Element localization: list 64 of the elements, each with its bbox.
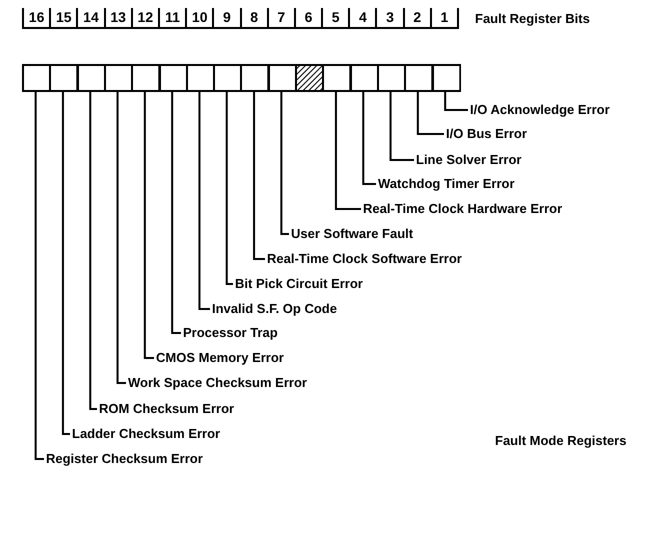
fault-label: Watchdog Timer Error <box>378 175 515 193</box>
bit-number: 10 <box>185 8 212 27</box>
bit-number: 7 <box>266 8 294 27</box>
leader-line <box>226 92 233 285</box>
leader-line <box>171 92 181 334</box>
fault-label: Line Solver Error <box>416 151 522 169</box>
bit-number: 3 <box>375 8 403 27</box>
register-cell <box>268 64 297 92</box>
register-cell <box>158 64 188 92</box>
bit-number: 11 <box>158 8 186 27</box>
fault-label: Invalid S.F. Op Code <box>212 300 337 318</box>
fault-label: Ladder Checksum Error <box>72 425 220 443</box>
fault-label: User Software Fault <box>291 225 414 243</box>
fault-label: CMOS Memory Error <box>156 349 284 367</box>
register-cell <box>432 64 461 92</box>
hatched-register-cell <box>295 64 324 92</box>
fault-label: I/O Bus Error <box>446 125 527 143</box>
bit-number: 16 <box>22 8 50 27</box>
register-cell <box>186 64 216 92</box>
register-cell <box>350 64 379 92</box>
bit-number: 9 <box>212 8 240 27</box>
leader-line <box>444 92 468 111</box>
register-cell <box>240 64 270 92</box>
register-cell <box>131 64 160 92</box>
fault-label: Register Checksum Error <box>46 450 203 468</box>
register-cell <box>404 64 434 92</box>
register-cell <box>22 64 52 92</box>
register-cell <box>49 64 79 92</box>
leader-line <box>253 92 265 260</box>
fault-label: Work Space Checksum Error <box>128 374 307 392</box>
leader-line <box>334 92 361 210</box>
bit-number: 13 <box>104 8 131 27</box>
bit-number: 1 <box>430 8 459 27</box>
leader-line <box>34 92 44 460</box>
bit-number: 15 <box>49 8 76 27</box>
fault-label: ROM Checksum Error <box>99 400 234 418</box>
register-cell <box>76 64 106 92</box>
bit-number: 8 <box>240 8 267 27</box>
leader-line <box>89 92 97 410</box>
bit-number: 5 <box>321 8 348 27</box>
leader-line <box>198 92 210 310</box>
fault-label: Bit Pick Circuit Error <box>235 275 363 293</box>
register-cell <box>104 64 134 92</box>
leader-line <box>390 92 414 161</box>
row-title: Fault Register Bits <box>475 10 590 28</box>
fault-label: Real-Time Clock Hardware Error <box>363 200 562 218</box>
register-cell <box>376 64 406 92</box>
leader-line <box>62 92 70 435</box>
bit-number: 12 <box>130 8 158 27</box>
fault-label: Real-Time Clock Software Error <box>267 250 462 268</box>
bit-number: 4 <box>348 8 376 27</box>
fault-label: I/O Acknowledge Error <box>470 101 610 119</box>
bit-number: 6 <box>294 8 322 27</box>
bit-number: 14 <box>76 8 104 27</box>
leader-line <box>280 92 289 235</box>
register-cell <box>213 64 242 92</box>
figure-title: Fault Mode Registers <box>495 432 626 450</box>
bit-number: 2 <box>402 8 430 27</box>
register-cell <box>322 64 352 92</box>
leader-line <box>144 92 154 359</box>
leader-line <box>416 92 444 135</box>
fault-label: Processor Trap <box>183 324 278 342</box>
leader-line <box>362 92 376 185</box>
leader-line <box>116 92 126 384</box>
